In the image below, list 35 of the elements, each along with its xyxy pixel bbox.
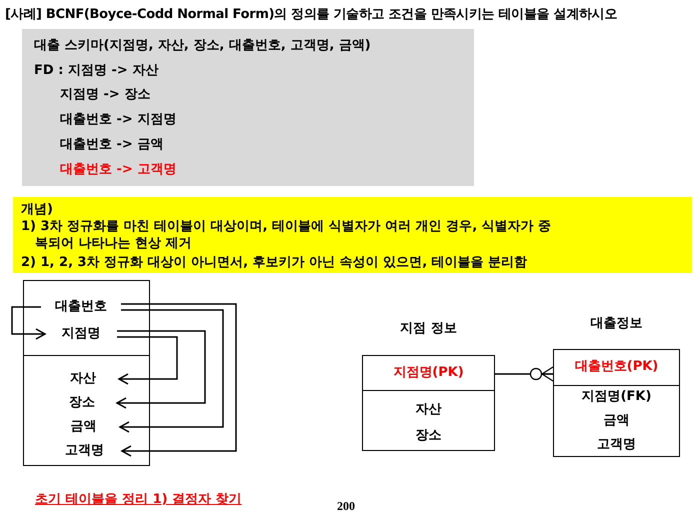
text-line: 대출번호 -> 금액 xyxy=(60,136,164,154)
table-box xyxy=(23,280,150,466)
attribute-name: 자산 xyxy=(414,401,442,419)
attribute-name: 장소 xyxy=(47,393,117,413)
text-line: 대출번호 -> 고객명 xyxy=(60,161,176,179)
primary-key: 대출번호(PK) xyxy=(554,358,679,376)
text-line: 대출번호 -> 지점명 xyxy=(60,111,176,129)
arrow xyxy=(117,336,178,385)
caption: 초기 테이블을 정리 1) 결정자 찾기 xyxy=(35,491,242,508)
attribute-name: 장소 xyxy=(414,427,442,445)
arrow xyxy=(121,303,237,457)
text-line: 2) 1, 2, 3차 정규화 대상이 아니면서, 후보키가 아닌 속성이 있으면, 테이블을 분리함 xyxy=(21,254,528,271)
arrow xyxy=(116,330,206,409)
page-number: 200 xyxy=(337,499,355,514)
arrow xyxy=(119,309,224,433)
concept-panel xyxy=(13,197,692,273)
heading: 개념) xyxy=(21,201,54,218)
text-line: 1) 3차 정규화를 마친 테이블이 대상이며, 테이블에 식별자가 여러 개인 경우, 식별자가 중복되어 나타나는 현상 제거 xyxy=(21,218,552,252)
entity-name: 지점 정보 xyxy=(399,320,458,338)
arrow xyxy=(11,306,46,340)
attribute-name: 지점명(FK) xyxy=(580,388,652,406)
attribute-name: 금액 xyxy=(602,412,630,430)
title: [사례] BCNF(Boyce-Codd Normal Form)의 정의를 기술하고 조건을 만족시키는 테이블을 설계하시오 xyxy=(5,6,618,23)
attribute-name: 자산 xyxy=(47,369,119,389)
text-line: 대출 스키마(지점명, 자산, 장소, 대출번호, 고객명, 금액) xyxy=(34,37,371,55)
entity-name: 대출정보 xyxy=(590,315,644,333)
text-line: FD : 지점명 -> 자산 xyxy=(34,62,158,80)
text-line: 지점명 -> 장소 xyxy=(60,86,150,104)
primary-key: 지점명(PK) xyxy=(363,364,494,382)
schema-panel xyxy=(22,29,474,186)
attribute-name: 금액 xyxy=(47,417,120,437)
attribute-name: 지점명 xyxy=(45,324,117,344)
attribute-name: 고객명 xyxy=(596,436,637,454)
attribute-name: 대출번호 xyxy=(41,297,121,317)
attribute-name: 고객명 xyxy=(47,441,122,461)
